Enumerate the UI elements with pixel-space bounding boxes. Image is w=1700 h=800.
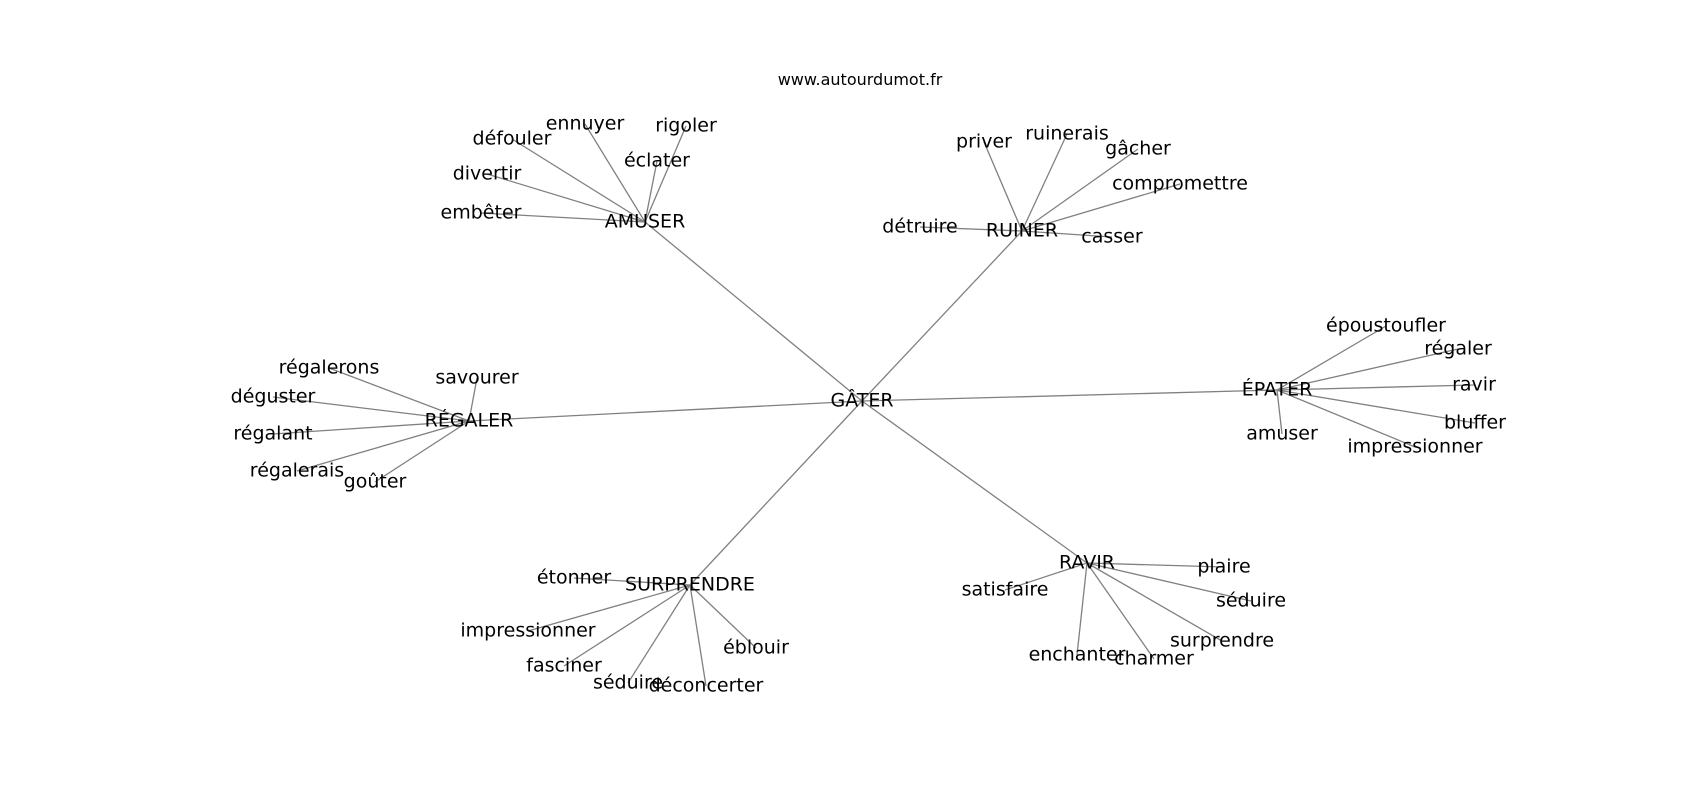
leaf-node-label: séduire: [593, 672, 663, 694]
hub-node-label: AMUSER: [605, 211, 686, 233]
leaf-node-label: plaire: [1197, 556, 1250, 578]
leaf-node-label: ruinerais: [1025, 123, 1109, 145]
leaf-node-label: priver: [956, 131, 1012, 153]
leaf-node-label: déconcerter: [649, 675, 764, 697]
edge-hub-to-leaf: [527, 584, 691, 632]
edge-hub-to-leaf: [1021, 183, 1181, 232]
edge-hub-to-leaf: [328, 367, 470, 422]
edge-hub-to-leaf: [296, 420, 470, 472]
edge-hub-to-leaf: [468, 377, 478, 422]
leaf-node-label: impressionner: [460, 620, 595, 642]
node-labels: ennuyer rigoler défouler éclater divertir emb…: [231, 113, 1507, 697]
edge-hub-to-leaf: [1276, 348, 1459, 391]
edge-center-to-hub: [644, 221, 863, 402]
edge-hub-to-leaf: [627, 584, 691, 684]
edge-hub-to-leaf: [1276, 389, 1283, 435]
leaf-node-label: étonner: [537, 567, 612, 589]
edge-hub-to-leaf: [1021, 133, 1068, 232]
edge-hub-to-leaf: [1021, 230, 1113, 238]
leaf-node-label: enchanter: [1029, 644, 1126, 666]
edge-hub-to-leaf: [1276, 384, 1475, 391]
edge-hub-to-leaf: [919, 226, 1023, 232]
edge-hub-to-leaf: [644, 125, 687, 223]
leaf-node-label: amuser: [1246, 423, 1318, 445]
leaf-node-label: goûter: [344, 471, 407, 493]
edge-hub-to-leaf: [374, 420, 470, 483]
leaf-node-label: divertir: [453, 163, 522, 185]
edge-hub-to-leaf: [1086, 562, 1155, 660]
hub-node-label: RÉGALER: [425, 409, 514, 432]
hub-node-label: RAVIR: [1059, 552, 1115, 574]
leaf-node-label: casser: [1081, 226, 1143, 248]
leaf-node-label: gâcher: [1105, 138, 1171, 160]
edge-hub-to-leaf: [511, 138, 646, 223]
edge-hub-to-leaf: [1004, 562, 1088, 591]
hub-node-label: SURPRENDRE: [625, 574, 755, 596]
leaf-node-label: séduire: [1216, 590, 1286, 612]
leaf-node-label: compromettre: [1112, 173, 1248, 195]
leaf-node-label: savourer: [435, 367, 519, 389]
edge-hub-to-leaf: [644, 160, 658, 223]
leaf-node-label: éblouir: [723, 637, 789, 659]
edge-hub-to-leaf: [1276, 389, 1416, 448]
leaf-node-label: satisfaire: [962, 579, 1049, 601]
edge-hub-to-leaf: [983, 141, 1023, 232]
edge-hub-to-leaf: [689, 584, 757, 649]
edge-hub-to-leaf: [480, 212, 646, 223]
edge-hub-to-leaf: [563, 584, 691, 667]
leaf-node-label: embêter: [441, 202, 522, 224]
edge-center-to-hub: [468, 400, 863, 422]
edge-hub-to-leaf: [573, 577, 691, 586]
edge-hub-to-leaf: [1086, 562, 1223, 642]
leaf-node-label: déguster: [231, 386, 316, 408]
leaf-node-label: régaler: [1424, 338, 1492, 360]
edge-hub-to-leaf: [689, 584, 707, 687]
edge-hub-to-leaf: [1086, 562, 1252, 602]
leaf-node-label: charmer: [1114, 648, 1194, 670]
edges: [272, 123, 1476, 687]
leaf-node-label: régalerons: [279, 357, 380, 379]
leaf-node-label: défouler: [473, 128, 552, 150]
edge-hub-to-leaf: [1276, 389, 1476, 424]
edge-hub-to-leaf: [584, 123, 646, 223]
hub-node-label: RUINER: [986, 220, 1058, 242]
edge-hub-to-leaf: [272, 420, 470, 435]
leaf-node-label: ravir: [1452, 374, 1496, 396]
hub-node-label: ÉPATER: [1242, 378, 1313, 401]
leaf-node-label: régalerais: [250, 460, 344, 482]
edge-hub-to-leaf: [1276, 325, 1387, 391]
edge-hub-to-leaf: [1021, 148, 1139, 232]
edge-center-to-hub: [689, 400, 863, 586]
leaf-node-label: ennuyer: [546, 113, 625, 135]
center-node-label: GÂTER: [830, 389, 893, 412]
edge-hub-to-leaf: [1076, 562, 1088, 656]
edge-hub-to-leaf: [1086, 562, 1225, 568]
leaf-node-label: époustoufler: [1326, 315, 1446, 337]
leaf-node-label: rigoler: [655, 115, 717, 137]
leaf-node-label: surprendre: [1170, 630, 1274, 652]
source-url: www.autourdumot.fr: [777, 70, 943, 89]
leaf-node-label: régalant: [233, 423, 312, 445]
leaf-node-label: détruire: [882, 216, 957, 238]
edge-center-to-hub: [861, 389, 1278, 402]
edge-hub-to-leaf: [486, 173, 646, 223]
edge-hub-to-leaf: [272, 396, 470, 422]
edge-center-to-hub: [861, 400, 1088, 564]
leaf-node-label: impressionner: [1347, 436, 1482, 458]
leaf-node-label: bluffer: [1444, 412, 1506, 434]
leaf-node-label: éclater: [624, 150, 690, 172]
edge-center-to-hub: [861, 230, 1023, 402]
leaf-node-label: fasciner: [526, 655, 602, 677]
